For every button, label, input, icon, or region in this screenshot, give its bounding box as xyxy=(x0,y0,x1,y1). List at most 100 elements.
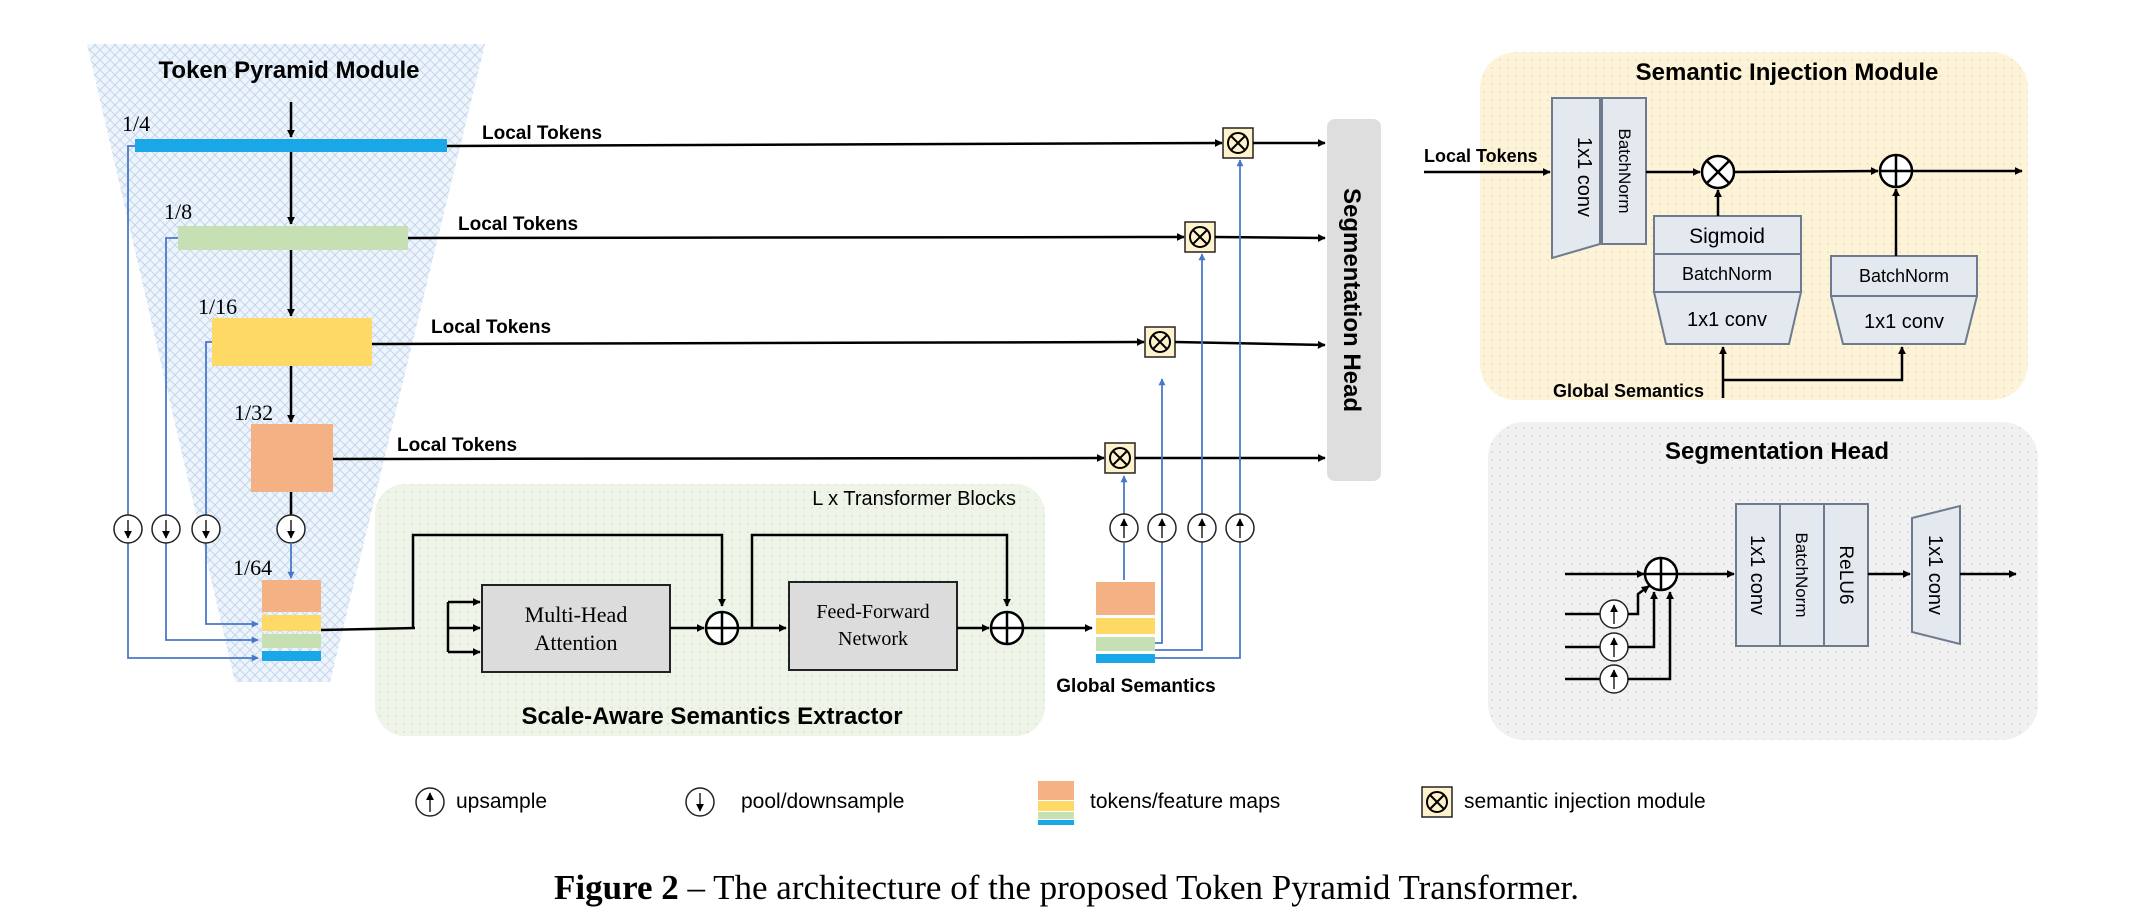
injection-icon-1-4 xyxy=(1222,127,1254,159)
seg-head-conv-out-label: 1x1 conv xyxy=(1924,535,1946,615)
injection-conv-local-label: 1x1 conv xyxy=(1573,137,1595,217)
pyramid-title: Token Pyramid Module xyxy=(159,57,420,84)
upsample-icon-1-4 xyxy=(1225,513,1255,543)
injection-bn-right-label: BatchNorm xyxy=(1859,266,1949,286)
injection-bn-sigmoid-label: BatchNorm xyxy=(1682,264,1772,284)
global-token-1-32 xyxy=(1096,582,1155,615)
scale-label-1-16: 1/16 xyxy=(198,294,237,319)
scale-label-1-32: 1/32 xyxy=(234,400,273,425)
stack-token-1-4 xyxy=(262,651,321,661)
upsample-icon-1-32 xyxy=(1109,513,1139,543)
mha-line-2: Attention xyxy=(534,630,617,655)
arrow-to-head-2 xyxy=(1214,233,1326,242)
global-semantics: Global Semantics xyxy=(1056,159,1255,697)
token-bar-1-4 xyxy=(135,139,447,152)
upsample-icon-1-16 xyxy=(1147,513,1177,543)
add-icon-1 xyxy=(704,610,740,646)
legend-tokens-icon xyxy=(1038,781,1074,825)
up-path-1-16 xyxy=(1155,378,1166,644)
seg-head-bn-label: BatchNorm xyxy=(1792,532,1811,617)
seg-head-relu-label: ReLU6 xyxy=(1835,545,1856,604)
injection-title: Semantic Injection Module xyxy=(1636,59,1939,86)
architecture-diagram: Token Pyramid Module 1/4 1/8 1/16 1/32 1… xyxy=(87,44,2038,825)
semantics-extractor: L x Transformer Blocks Scale-Aware Seman… xyxy=(320,484,1093,736)
local-tokens-line-1-8 xyxy=(407,233,1185,242)
injection-global-semantics-label: Global Semantics xyxy=(1553,381,1704,401)
legend-upsample-label: upsample xyxy=(456,790,547,813)
seg-head-upsample-icon-3 xyxy=(1599,664,1629,694)
semantic-injection-module: Semantic Injection Module Local Tokens 1… xyxy=(1424,52,2028,401)
caption-text: – The architecture of the proposed Token… xyxy=(678,868,1579,907)
residual-1 xyxy=(411,533,726,628)
seg-head-up-path-2 xyxy=(1628,591,1658,649)
injection-global-to-conv-right xyxy=(1723,346,1906,382)
pool-icon-1-4 xyxy=(113,514,143,544)
extractor-title: Scale-Aware Semantics Extractor xyxy=(521,703,902,730)
arrow-to-head-3 xyxy=(1174,340,1326,349)
local-tokens-paths: Local Tokens Local Tokens Local Tokens L… xyxy=(332,123,1326,474)
injection-multiply-icon xyxy=(1700,154,1736,190)
scale-label-1-64: 1/64 xyxy=(233,555,272,580)
injection-bn-local-label: BatchNorm xyxy=(1615,128,1634,213)
injection-local-tokens-label: Local Tokens xyxy=(1424,146,1538,166)
global-token-1-4 xyxy=(1096,654,1155,663)
token-bar-1-16 xyxy=(212,318,372,366)
local-tokens-label-1-4: Local Tokens xyxy=(482,123,602,144)
injection-icon-1-16 xyxy=(1144,326,1176,358)
injection-conv-local xyxy=(1551,97,1601,260)
residual-2 xyxy=(750,533,1011,628)
mha-block xyxy=(481,584,671,673)
legend-pool-label: pool/downsample xyxy=(741,790,904,813)
transformer-blocks-label: L x Transformer Blocks xyxy=(812,488,1016,510)
stack-token-1-32 xyxy=(262,580,321,612)
seg-head-upsample-icon-1 xyxy=(1599,599,1629,629)
injection-bn-local xyxy=(1601,97,1647,245)
local-tokens-label-1-32: Local Tokens xyxy=(397,435,517,456)
pool-icon-1-8 xyxy=(151,514,181,544)
token-bar-1-32 xyxy=(251,424,333,492)
injection-icon-1-32 xyxy=(1104,442,1136,474)
injection-sigmoid-label: Sigmoid xyxy=(1689,225,1765,248)
local-tokens-line-1-16 xyxy=(371,338,1145,347)
pool-path-1-16 xyxy=(205,341,259,628)
injection-conv-right-label: 1x1 conv xyxy=(1864,311,1944,333)
token-pyramid-module: Token Pyramid Module 1/4 1/8 1/16 1/32 1… xyxy=(87,44,485,682)
ffn-line-2: Network xyxy=(838,628,908,650)
scale-label-1-4: 1/4 xyxy=(122,111,150,136)
up-path-1-8 xyxy=(1155,253,1206,651)
global-token-1-16 xyxy=(1096,618,1155,634)
seg-head-conv-label: 1x1 conv xyxy=(1746,535,1768,615)
segmentation-head-module: Segmentation Head 1x1 conv BatchNorm xyxy=(1488,422,2038,740)
local-tokens-label-1-8: Local Tokens xyxy=(458,214,578,235)
pool-icon-1-16 xyxy=(191,514,221,544)
seg-head-upsample-icon-2 xyxy=(1599,632,1629,662)
legend-upsample-icon xyxy=(415,787,445,817)
scale-label-1-8: 1/8 xyxy=(164,199,192,224)
pool-path-1-8 xyxy=(165,237,259,644)
ffn-line-1: Feed-Forward xyxy=(816,601,929,623)
seg-head-title: Segmentation Head xyxy=(1665,438,1889,465)
injection-conv-right xyxy=(1829,295,1979,345)
pool-path-1-4 xyxy=(127,145,259,662)
figure-caption: Figure 2 – The architecture of the propo… xyxy=(0,868,2133,908)
segmentation-head-rect xyxy=(1327,119,1381,481)
add-icon-2 xyxy=(989,610,1025,646)
injection-add-icon xyxy=(1878,153,1914,189)
stack-output-line xyxy=(320,626,416,632)
seg-head-bn xyxy=(1779,503,1825,647)
injection-mul-to-add xyxy=(1733,167,1879,176)
legend-pool-icon xyxy=(685,787,715,817)
legend: upsample pool/downsample tokens/feature … xyxy=(415,781,1706,825)
seg-head-add-icon xyxy=(1643,556,1679,592)
global-token-1-8 xyxy=(1096,637,1155,651)
mha-line-1: Multi-Head xyxy=(525,602,628,627)
local-tokens-line-1-32 xyxy=(332,454,1105,463)
seg-head-up-path-3 xyxy=(1628,591,1674,681)
global-semantics-label: Global Semantics xyxy=(1056,676,1215,697)
seg-head-up-path-1 xyxy=(1628,584,1650,616)
injection-conv-sigmoid-label: 1x1 conv xyxy=(1687,309,1767,331)
injection-conv-sigmoid xyxy=(1652,291,1803,345)
legend-injection-icon xyxy=(1421,786,1453,818)
seg-head-conv-out xyxy=(1911,504,1961,646)
legend-injection-label: semantic injection module xyxy=(1464,790,1706,813)
